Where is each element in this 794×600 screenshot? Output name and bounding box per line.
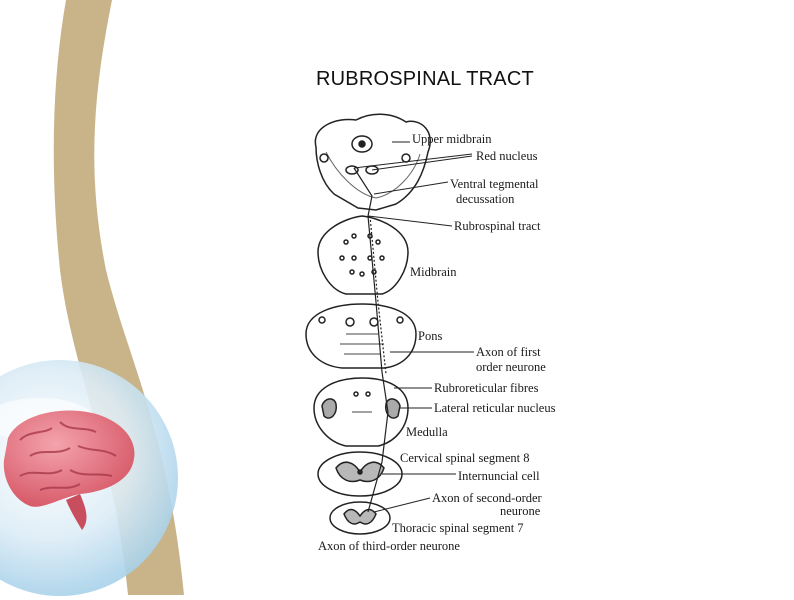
label-lateral-reticular: Lateral reticular nucleus	[434, 401, 556, 415]
label-thoracic: Thoracic spinal segment 7	[392, 521, 524, 535]
rubrospinal-diagram: Upper midbrain Red nucleus Ventral tegme…	[305, 113, 556, 553]
brain-sphere-illustration	[0, 360, 178, 596]
section-medulla	[313, 377, 409, 447]
label-rubrospinal-tract: Rubrospinal tract	[454, 219, 541, 233]
label-axon-second-2: neurone	[500, 504, 541, 518]
label-medulla: Medulla	[406, 425, 448, 439]
section-thoracic	[329, 501, 391, 535]
section-upper-midbrain	[314, 113, 431, 211]
label-axon-first-1: Axon of first	[476, 345, 541, 359]
label-rubroreticular: Rubroreticular fibres	[434, 381, 539, 395]
label-pons: Pons	[418, 329, 442, 343]
section-pons	[305, 303, 417, 369]
label-upper-midbrain: Upper midbrain	[412, 132, 492, 146]
label-midbrain: Midbrain	[410, 265, 457, 279]
slide-title: RUBROSPINAL TRACT	[316, 68, 534, 90]
label-ventral-tegmental-2: decussation	[456, 192, 515, 206]
brain-icon	[3, 410, 135, 530]
label-axon-second-1: Axon of second-order	[432, 491, 543, 505]
leader-lines	[353, 141, 474, 513]
label-cervical: Cervical spinal segment 8	[400, 451, 529, 465]
section-cervical	[317, 451, 403, 497]
label-internuncial: Internuncial cell	[458, 469, 540, 483]
label-axon-first-2: order neurone	[476, 360, 546, 374]
label-red-nucleus: Red nucleus	[476, 149, 538, 163]
section-midbrain	[317, 215, 409, 295]
label-axon-third: Axon of third-order neurone	[318, 539, 460, 553]
tract-lines	[353, 167, 389, 513]
label-ventral-tegmental-1: Ventral tegmental	[450, 177, 539, 191]
